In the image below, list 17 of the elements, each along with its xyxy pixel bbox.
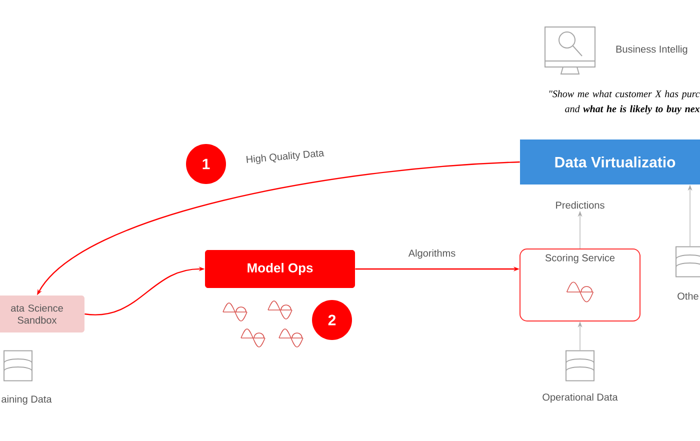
quote: "Show me what customer X has purc and what he is likely to buy nex xyxy=(549,90,700,114)
caption: Business Intellig xyxy=(616,45,688,55)
title-box: Data Virtualizatio xyxy=(520,140,700,184)
service-box: Scoring Service xyxy=(520,248,640,322)
number-badge: 2 xyxy=(312,300,352,340)
node-label: Operational Data xyxy=(542,393,618,403)
database-icon xyxy=(676,246,700,278)
number-badge: 1 xyxy=(186,144,226,184)
node-label: Othe xyxy=(678,292,698,300)
sandbox-box: ata Science Sandbox xyxy=(0,296,84,332)
process-box: Model Ops xyxy=(205,250,355,288)
edge-label: Algorithms xyxy=(407,248,457,260)
database-icon xyxy=(4,350,32,382)
node-label: aining Data xyxy=(2,395,52,405)
database-icon xyxy=(566,350,594,382)
output-label: Predictions xyxy=(556,201,604,209)
edge-label: High Quality Data xyxy=(244,148,326,166)
